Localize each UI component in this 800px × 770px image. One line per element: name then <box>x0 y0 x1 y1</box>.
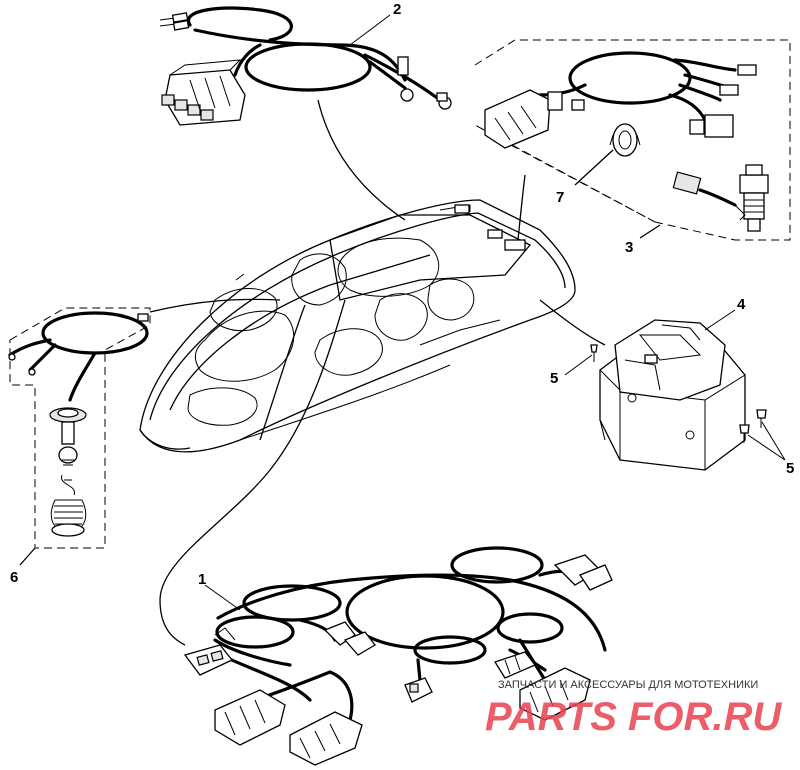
watermark: ЗАПЧАСТИ И АКСЕССУАРЫ ДЛЯ МОТОТЕХНИКИ PA… <box>485 679 782 739</box>
seal-grommet-7 <box>609 123 641 157</box>
harness-1-connector-c <box>289 711 363 766</box>
temperature-sensor <box>672 164 769 232</box>
group-6-bilge-switch-kit <box>8 298 281 566</box>
callout-3: 3 <box>625 239 633 256</box>
group-3-sensor-kit <box>474 39 791 241</box>
screw-5-left <box>590 344 598 362</box>
watermark-tagline: ЗАПЧАСТИ И АКСЕССУАРЫ ДЛЯ МОТОТЕХНИКИ <box>498 679 758 691</box>
callout-2: 2 <box>393 1 401 18</box>
boat-hull <box>139 199 576 453</box>
callout-1: 1 <box>198 571 206 588</box>
battery-box-4 <box>539 299 746 471</box>
callout-5-right: 5 <box>786 460 794 477</box>
callout-7: 7 <box>556 189 564 206</box>
callout-5-left: 5 <box>550 370 558 387</box>
harness-1-connector-g <box>494 651 537 679</box>
harness-1-connector-f <box>553 554 613 591</box>
harness-1-connector-d <box>323 621 376 656</box>
group-3-connector-housing <box>484 89 563 149</box>
harness-1-connector-b <box>214 689 286 746</box>
harness-1-connector-a <box>183 627 236 676</box>
harness-2-main-wiring <box>159 6 452 221</box>
harness-1-connector-e <box>404 677 433 703</box>
harness-2-connector-block <box>161 59 246 126</box>
screws-5-right <box>739 409 767 443</box>
spring-coil <box>50 499 87 537</box>
leader-lines <box>204 14 786 611</box>
callout-6: 6 <box>10 569 18 586</box>
callout-4: 4 <box>737 296 746 313</box>
harness-1-connector-h <box>519 667 591 721</box>
watermark-logo: PARTS FOR.RU <box>485 695 782 739</box>
harness-1-console-wiring <box>159 299 613 766</box>
